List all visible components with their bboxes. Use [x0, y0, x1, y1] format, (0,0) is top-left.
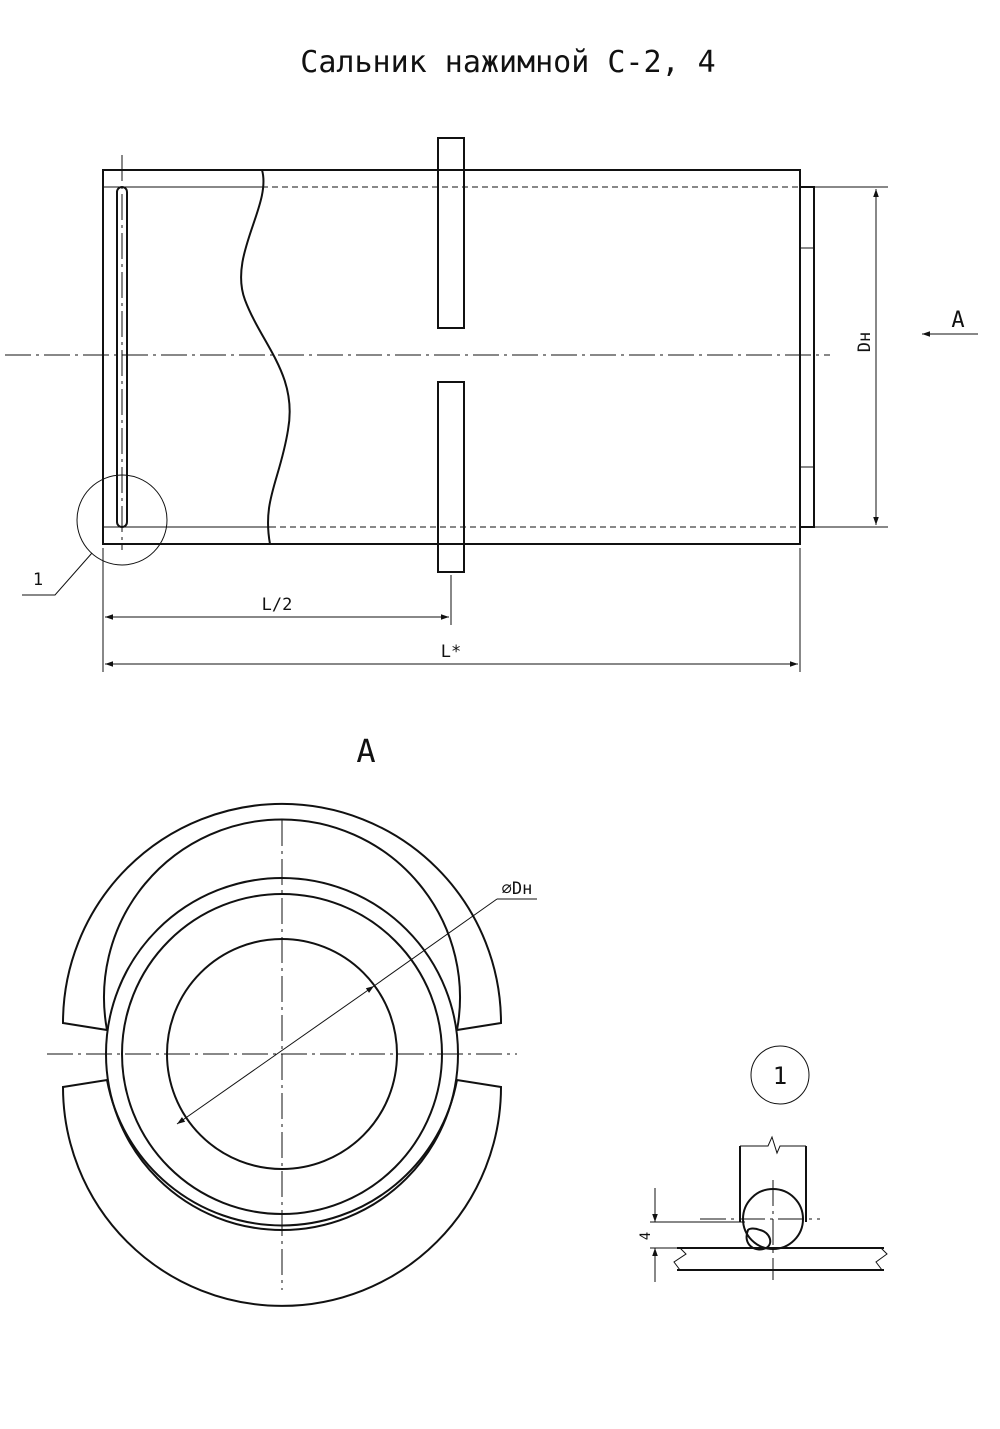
dim-line-view-a — [176, 985, 375, 1125]
break-line — [240, 169, 291, 545]
view-a: A ⌀Dн — [47, 732, 537, 1307]
detail-label-circle — [750, 1045, 810, 1105]
weld-dim: 4 — [638, 1232, 654, 1240]
dim-length: L* — [441, 642, 461, 662]
end-collar — [799, 186, 815, 528]
pipe-outline — [102, 169, 801, 545]
side-view: 1 L/2 L* Dн A — [5, 137, 978, 672]
detail-callout-label: 1 — [33, 570, 43, 590]
view-a-label: A — [356, 732, 375, 770]
detail-view: 1 4 — [638, 1045, 888, 1282]
flange-arc-lower — [61, 1078, 503, 1307]
detail-label: 1 — [773, 1062, 787, 1090]
weld-bead — [745, 1227, 772, 1251]
dim-diameter: Dн — [855, 332, 875, 352]
detail-circle — [76, 474, 168, 566]
dim-half-length: L/2 — [262, 595, 293, 615]
drawing-title: Сальник нажимной С-2, 4 — [300, 45, 715, 80]
pipe-wall — [677, 1247, 884, 1271]
view-arrow-label: A — [951, 308, 964, 333]
flange-upper — [437, 137, 465, 329]
view-a-diameter: ⌀Dн — [502, 879, 533, 899]
flange-lower — [437, 381, 465, 573]
